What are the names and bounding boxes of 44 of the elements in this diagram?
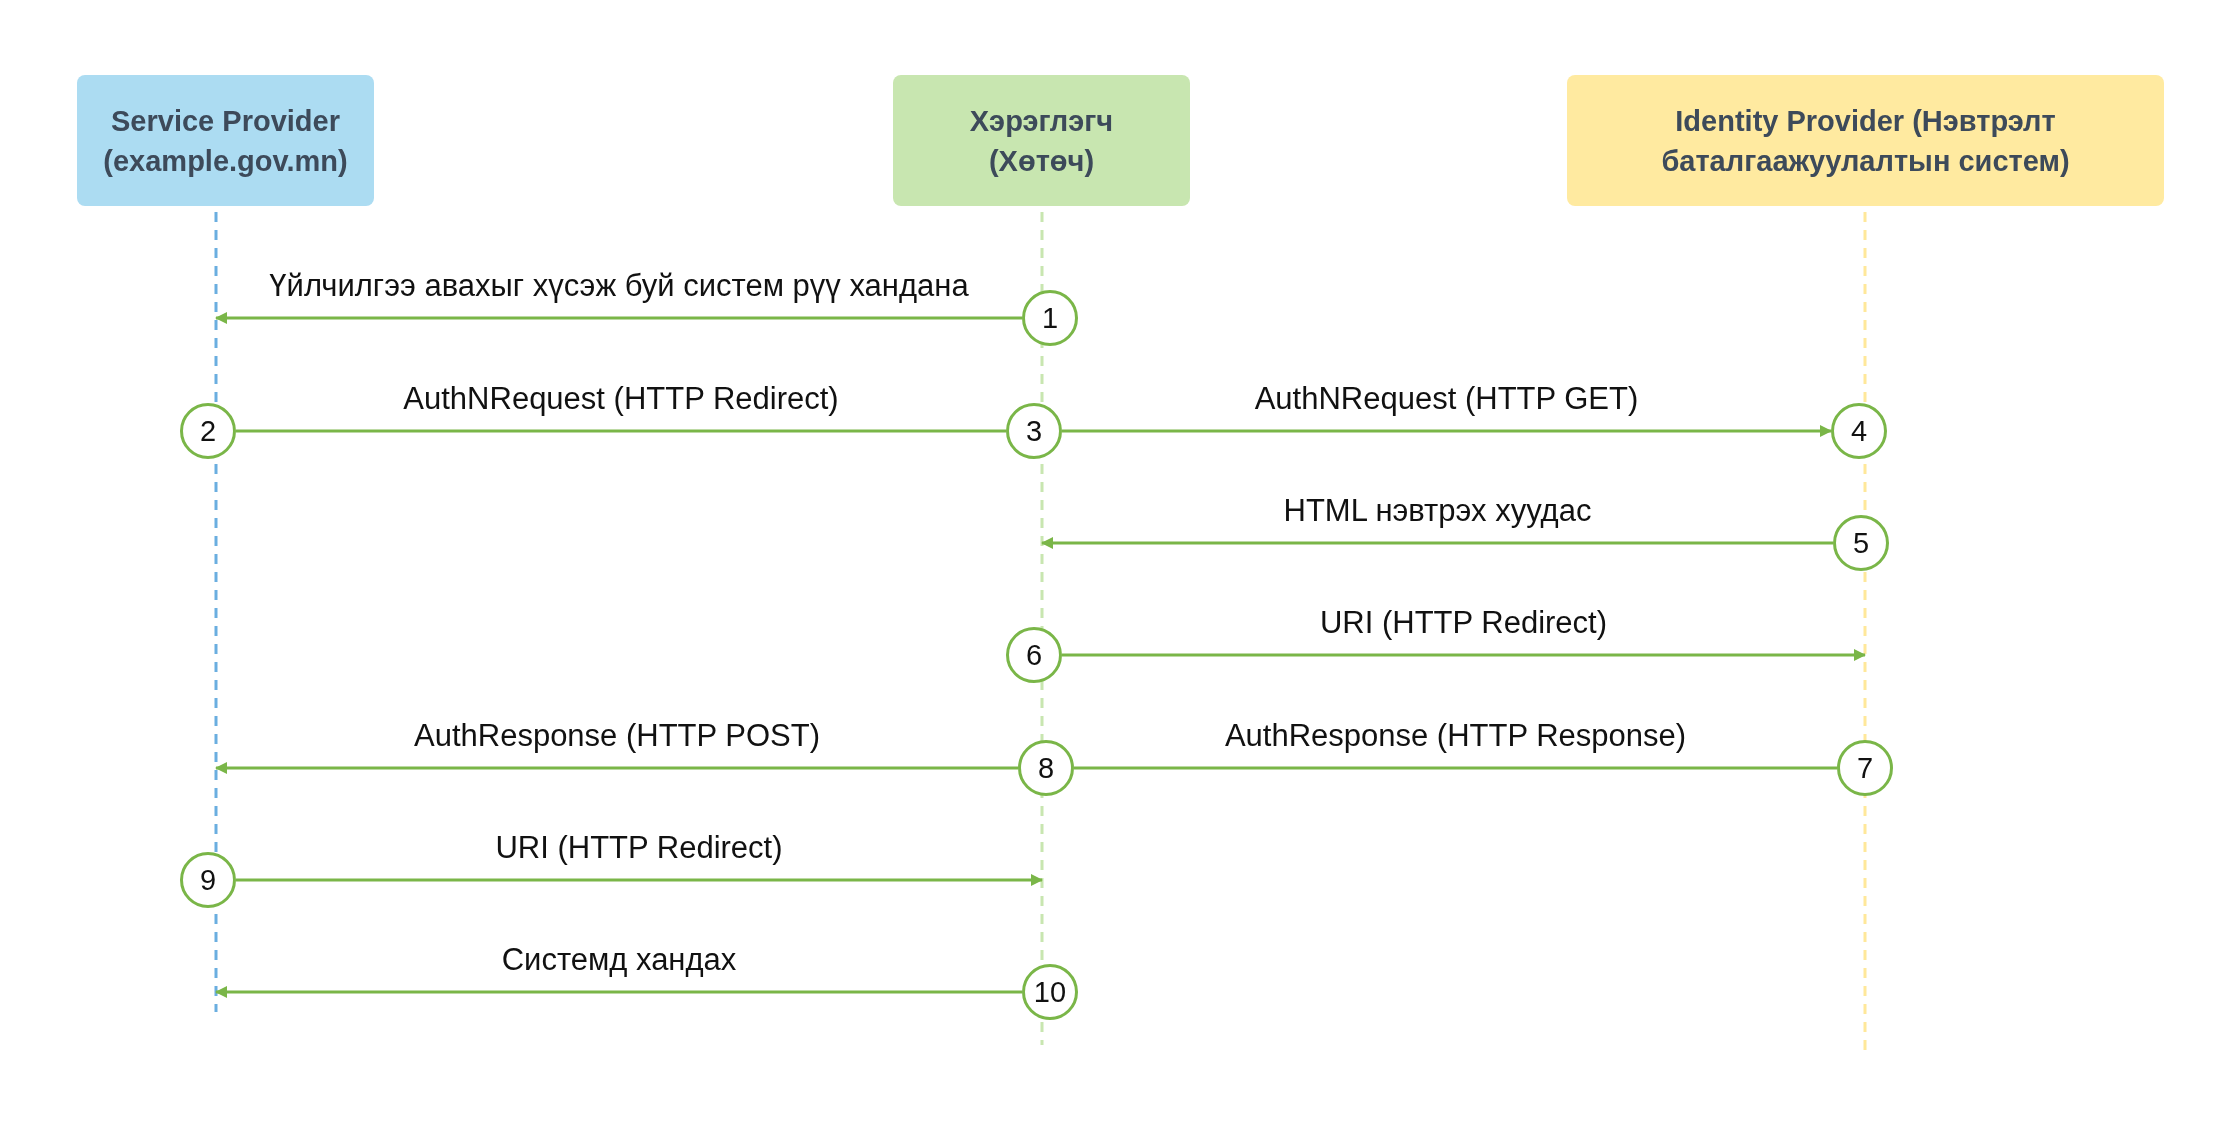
edge-label: AuthResponse (HTTP POST) — [414, 718, 820, 754]
connector-line — [236, 429, 1006, 433]
step-number: 3 — [1025, 414, 1043, 448]
step-number: 5 — [1852, 526, 1870, 560]
participant-box — [1567, 75, 2164, 206]
step-circle — [1831, 403, 1887, 459]
step-circle — [1018, 740, 1074, 796]
step-circle — [1006, 627, 1062, 683]
arrow — [215, 312, 1022, 324]
edge-label: URI (HTTP Redirect) — [495, 830, 783, 866]
arrow — [215, 762, 1018, 774]
edge-label: AuthNRequest (HTTP GET) — [1254, 381, 1639, 417]
step-number: 2 — [199, 414, 217, 448]
step-number: 8 — [1037, 751, 1055, 785]
edge-label: HTML нэвтрэх хуудас — [1283, 493, 1592, 529]
participant-box — [77, 75, 374, 206]
edge-label: AuthResponse (HTTP Response) — [1224, 718, 1687, 754]
connector-line — [1074, 766, 1837, 770]
participant-name: Service Provider (example.gov.mn) — [102, 103, 349, 179]
edge-label: URI (HTTP Redirect) — [1319, 605, 1608, 641]
participant-name: Identity Provider (Нэвтрэлт баталгаажуулалтын систем) — [1660, 103, 2071, 179]
step-number: 6 — [1025, 638, 1043, 672]
step-number: 7 — [1856, 751, 1874, 785]
arrow — [1041, 537, 1833, 549]
step-number: 4 — [1850, 414, 1868, 448]
edge-label: Үйлчилгээ авахыг хүсэж буй систем рүү хандана — [269, 268, 969, 304]
arrow — [1062, 649, 1866, 661]
arrow — [215, 986, 1022, 998]
step-circle — [180, 852, 236, 908]
step-circle — [1022, 964, 1078, 1020]
arrow — [1062, 425, 1832, 437]
step-circle — [1006, 403, 1062, 459]
participant-name: Хэрэглэгч (Хөтөч) — [968, 103, 1115, 179]
edge-label: AuthNRequest (HTTP Redirect) — [403, 381, 839, 417]
edge-label: Системд хандах — [501, 942, 737, 978]
step-number: 10 — [1033, 975, 1067, 1009]
step-number: 1 — [1041, 301, 1059, 335]
step-circle — [1833, 515, 1889, 571]
step-number: 9 — [199, 863, 217, 897]
participant-box — [893, 75, 1190, 206]
step-circle — [1022, 290, 1078, 346]
step-circle — [180, 403, 236, 459]
arrow — [236, 874, 1043, 886]
step-circle — [1837, 740, 1893, 796]
